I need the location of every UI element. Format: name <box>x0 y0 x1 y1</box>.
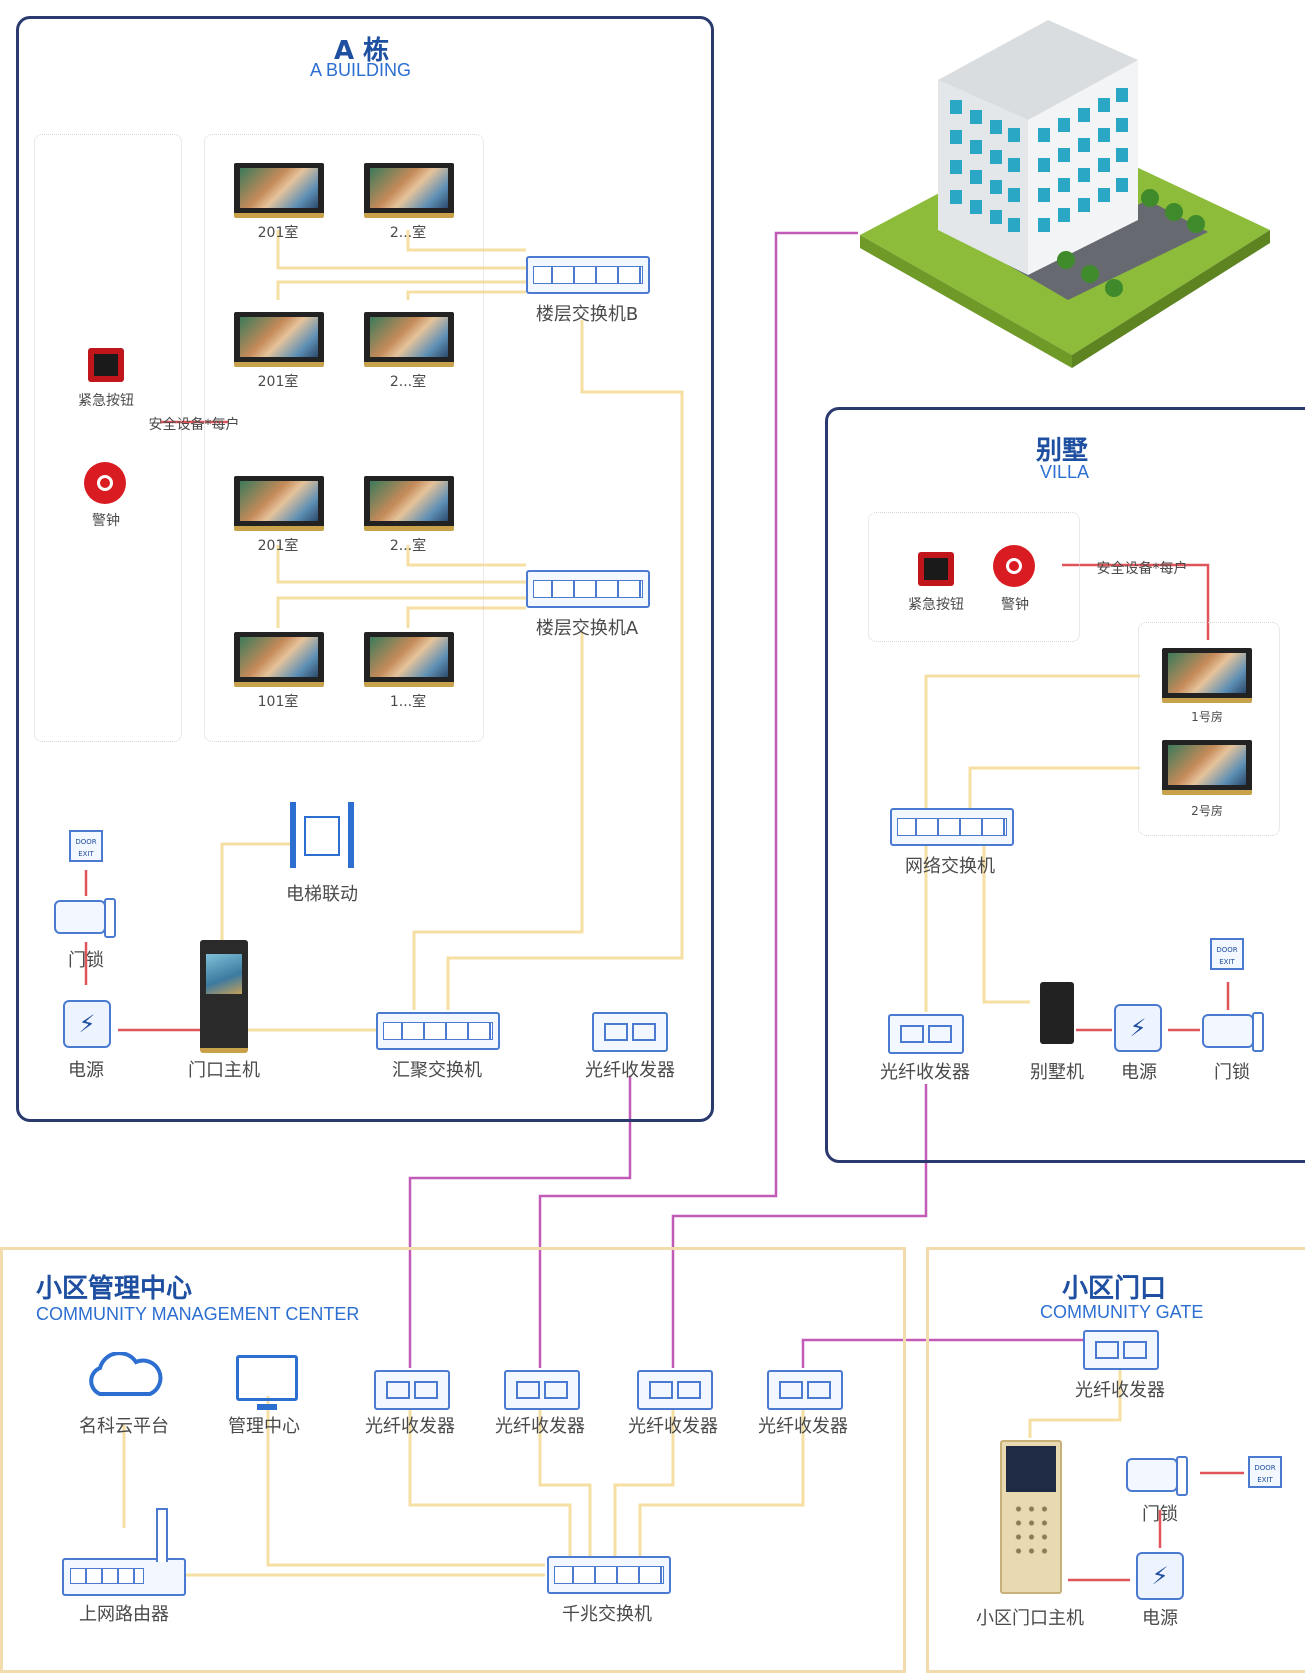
power-label: 电源 <box>68 1060 104 1081</box>
door-lock-label: 门锁 <box>68 950 104 971</box>
building-illustration <box>860 20 1270 368</box>
villa-panel <box>825 407 1305 1163</box>
gate-lock-label: 门锁 <box>1142 1504 1178 1525</box>
villa-room-label: 1号房 <box>1191 710 1223 724</box>
villa-emergency-label: 紧急按钮 <box>908 597 964 613</box>
router-label: 上网路由器 <box>79 1604 169 1625</box>
network-switch-label: 网络交换机 <box>905 856 995 877</box>
room-label: 201室 <box>257 225 299 241</box>
floor-switch-a-icon <box>526 570 650 608</box>
indoor-monitor-icon <box>364 312 454 367</box>
emergency-button-icon <box>88 348 124 382</box>
monitor-icon <box>236 1355 298 1410</box>
emergency-button-icon <box>918 552 954 586</box>
villa-fiber-label: 光纤收发器 <box>880 1062 970 1083</box>
fiber-transceiver-icon <box>767 1370 843 1410</box>
elevator-icon <box>290 802 354 868</box>
indoor-monitor-icon <box>234 476 324 531</box>
power-icon: ⚡ <box>1114 1004 1162 1052</box>
gate-power-label: 电源 <box>1142 1608 1178 1629</box>
floor-switch-b-label: 楼层交换机B <box>535 304 639 325</box>
fiber-transceiver-icon <box>637 1370 713 1410</box>
fiber-transceiver-icon <box>1083 1330 1159 1370</box>
mgmt-fiber-label-1: 光纤收发器 <box>365 1416 455 1437</box>
gate-title: 小区门口 <box>1062 1274 1167 1304</box>
management-center-label: 管理中心 <box>228 1416 300 1437</box>
mgmt-fiber-label-3: 光纤收发器 <box>628 1416 718 1437</box>
villa-subtitle: VILLA <box>1040 462 1090 482</box>
villa-station-label: 别墅机 <box>1030 1062 1084 1083</box>
emergency-button-label: 紧急按钮 <box>78 393 134 409</box>
indoor-monitor-icon <box>1162 648 1252 703</box>
door-exit-button-icon: DOOR EXIT <box>69 830 103 862</box>
fiber-transceiver-label: 光纤收发器 <box>585 1060 675 1081</box>
room-label: 101室 <box>257 694 299 710</box>
mgmt-fiber-label-4: 光纤收发器 <box>758 1416 848 1437</box>
fiber-transceiver-icon <box>504 1370 580 1410</box>
router-icon <box>62 1508 186 1596</box>
gate-station-icon <box>1000 1440 1062 1594</box>
a-building-title: A 栋 <box>334 36 390 66</box>
alarm-bell-icon <box>84 462 126 504</box>
indoor-monitor-icon <box>364 632 454 687</box>
indoor-monitor-icon <box>234 312 324 367</box>
a-building-subtitle: A BUILDING <box>310 60 412 80</box>
fiber-transceiver-icon <box>592 1012 668 1052</box>
indoor-monitor-icon <box>234 632 324 687</box>
door-station-label: 门口主机 <box>188 1060 260 1081</box>
core-switch-label: 千兆交换机 <box>562 1604 652 1625</box>
gate-station-label: 小区门口主机 <box>976 1608 1084 1629</box>
aggregation-switch-label: 汇聚交换机 <box>392 1060 482 1081</box>
villa-alarm-label: 警钟 <box>1001 597 1029 613</box>
management-subtitle: COMMUNITY MANAGEMENT CENTER <box>36 1304 360 1324</box>
gate-fiber-label: 光纤收发器 <box>1075 1380 1165 1401</box>
door-lock-icon <box>1126 1456 1188 1496</box>
power-icon: ⚡ <box>1136 1552 1184 1600</box>
villa-security-area <box>868 512 1080 642</box>
door-lock-icon <box>54 898 116 938</box>
floor-switch-a-label: 楼层交换机A <box>535 618 639 639</box>
door-exit-button-icon: DOOR EXIT <box>1248 1456 1282 1488</box>
villa-security-label: 安全设备*每户 <box>1096 561 1188 577</box>
alarm-bell-icon <box>993 545 1035 587</box>
indoor-monitor-icon <box>364 476 454 531</box>
villa-power-label: 电源 <box>1121 1062 1157 1083</box>
villa-lock-label: 门锁 <box>1214 1062 1250 1083</box>
room-label: 2...室 <box>389 225 427 241</box>
gate-subtitle: COMMUNITY GATE <box>1040 1302 1204 1322</box>
floor-switch-b-icon <box>526 256 650 294</box>
cloud-platform-label: 名科云平台 <box>79 1416 169 1437</box>
room-label: 1...室 <box>389 694 427 710</box>
room-label: 2...室 <box>389 374 427 390</box>
villa-room-label: 2号房 <box>1191 804 1223 818</box>
elevator-label: 电梯联动 <box>286 884 358 905</box>
a-building-panel <box>16 16 714 1122</box>
villa-monitors-area <box>1138 622 1280 836</box>
indoor-monitor-icon <box>1162 740 1252 795</box>
villa-title: 别墅 <box>1036 436 1089 466</box>
core-switch-icon <box>547 1556 671 1594</box>
door-lock-icon <box>1202 1012 1264 1052</box>
management-title: 小区管理中心 <box>36 1274 193 1304</box>
room-label: 201室 <box>257 538 299 554</box>
door-exit-button-icon: DOOR EXIT <box>1210 938 1244 970</box>
mgmt-fiber-label-2: 光纤收发器 <box>495 1416 585 1437</box>
fiber-transceiver-icon <box>374 1370 450 1410</box>
room-label: 2...室 <box>389 538 427 554</box>
room-label: 201室 <box>257 374 299 390</box>
power-icon: ⚡ <box>63 1000 111 1048</box>
security-devices-label: 安全设备*每户 <box>148 417 240 433</box>
cloud-icon <box>89 1352 163 1396</box>
door-station-icon <box>200 940 248 1053</box>
indoor-monitors-area <box>204 134 484 742</box>
security-devices-area <box>34 134 182 742</box>
fiber-transceiver-icon <box>888 1014 964 1054</box>
aggregation-switch-icon <box>376 1012 500 1050</box>
indoor-monitor-icon <box>234 163 324 218</box>
indoor-monitor-icon <box>364 163 454 218</box>
network-switch-icon <box>890 808 1014 846</box>
villa-station-icon <box>1040 982 1074 1044</box>
alarm-bell-label: 警钟 <box>92 513 120 529</box>
